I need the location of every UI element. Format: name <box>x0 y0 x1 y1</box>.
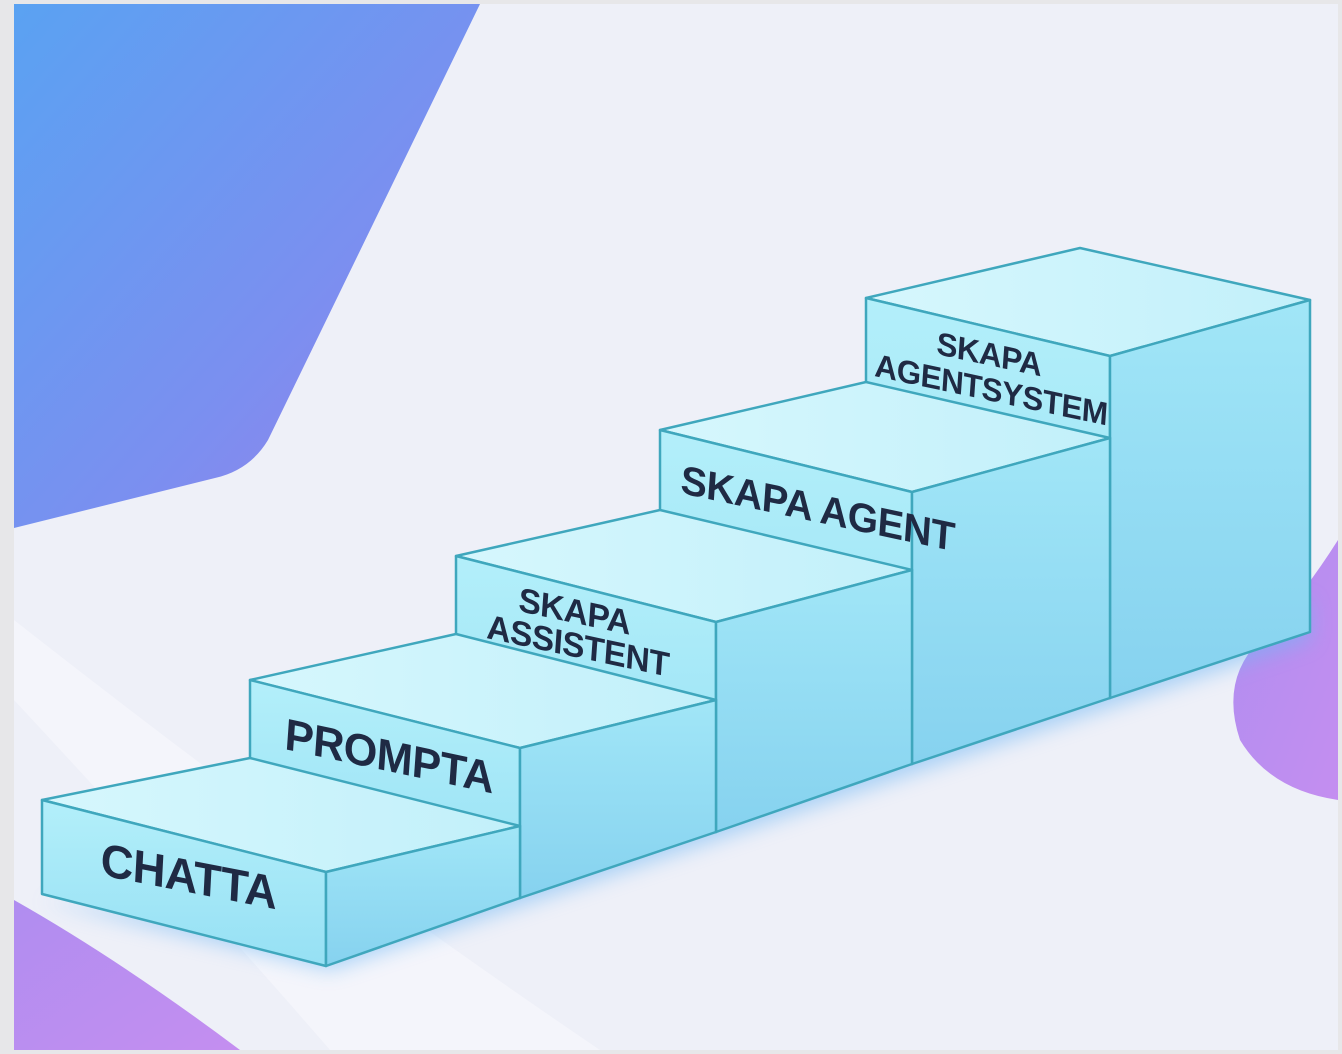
decorative-blue-shape <box>14 4 480 528</box>
step-1-side <box>324 824 522 968</box>
step-1 <box>40 756 522 968</box>
decorative-purple-shape-bottom-left <box>14 900 240 1050</box>
decorative-purple-shape-right <box>1233 540 1338 800</box>
step-5-side <box>1108 298 1312 700</box>
staircase <box>40 246 1312 968</box>
